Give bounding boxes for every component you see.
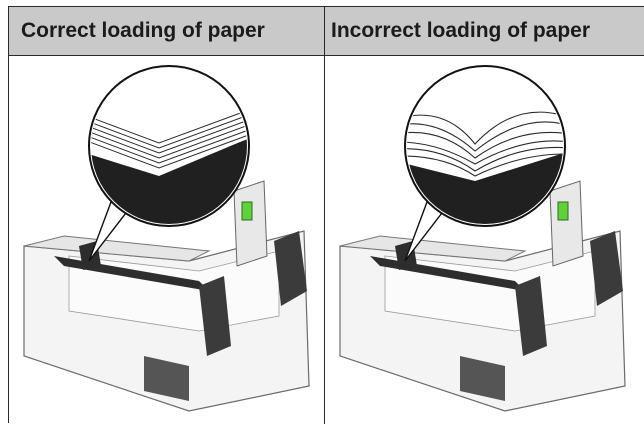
comparison-table: Correct loading of paper Incorrect loadi… [8, 6, 644, 423]
header-incorrect-loading: Incorrect loading of paper [331, 7, 644, 55]
correct-loading-illustration [9, 56, 323, 424]
paper-tray-correct-icon [9, 56, 323, 424]
paper-tray-incorrect-icon [325, 56, 639, 424]
table-header-row: Correct loading of paper Incorrect loadi… [9, 7, 644, 56]
incorrect-loading-illustration [325, 56, 639, 424]
header-correct-loading: Correct loading of paper [21, 7, 321, 55]
